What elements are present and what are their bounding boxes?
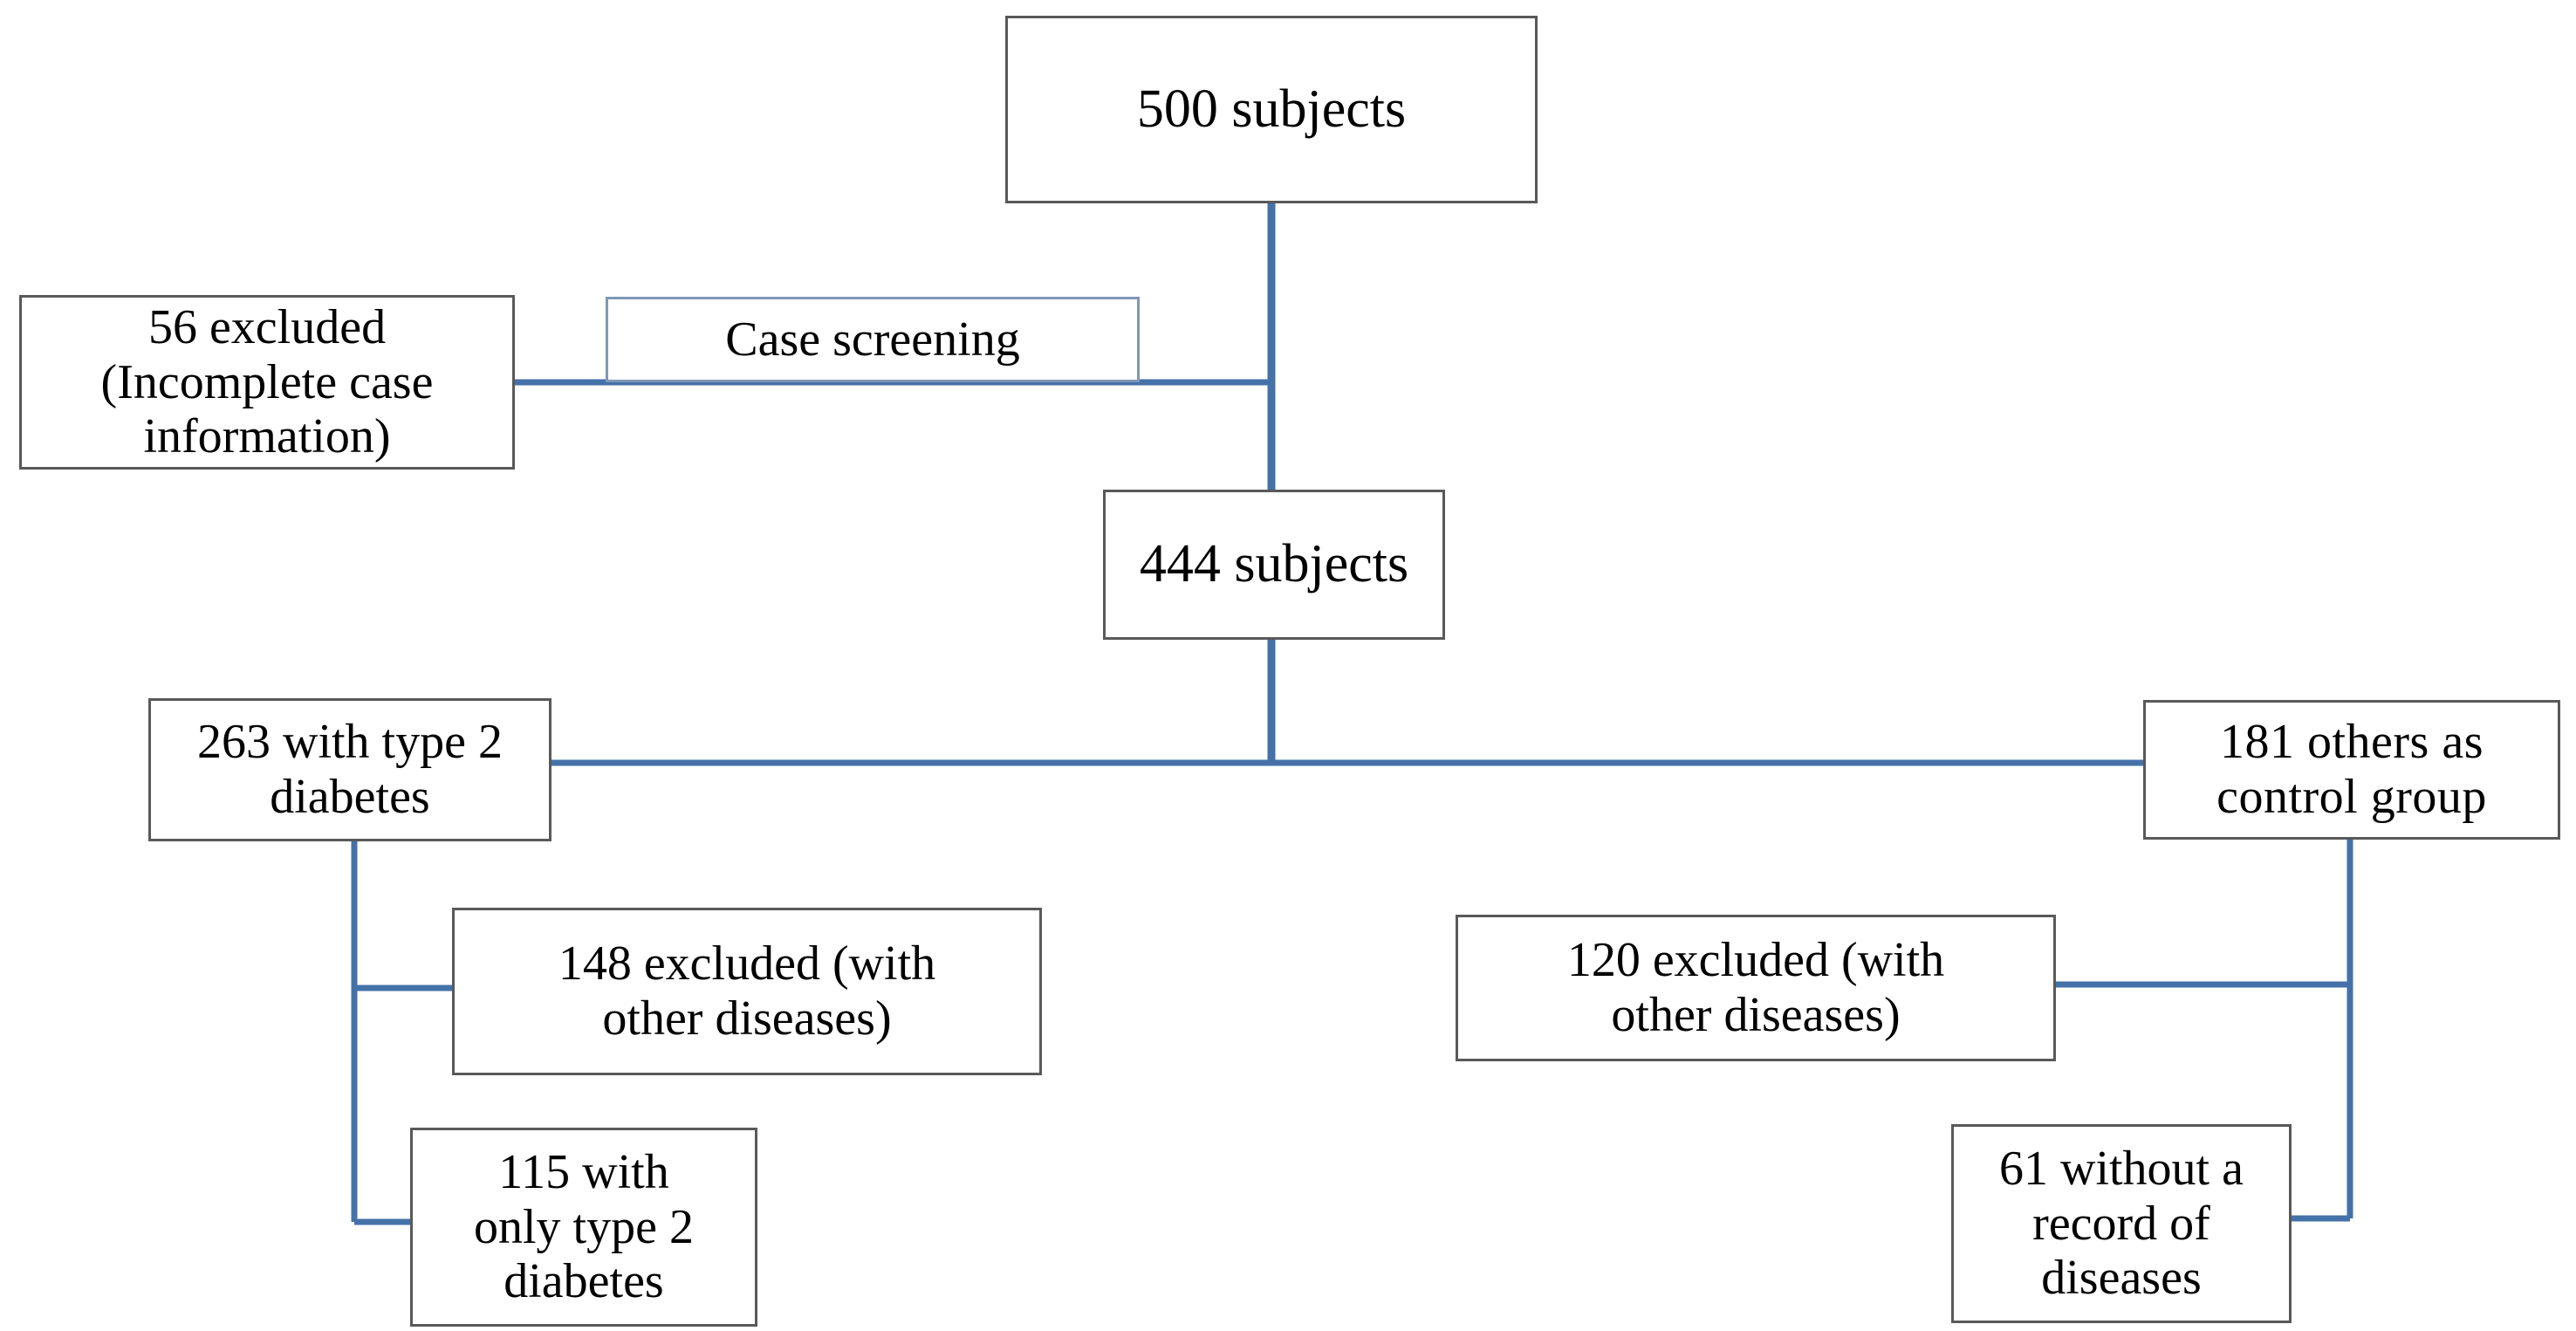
- node-control-final[interactable]: 61 without a record of diseases: [1951, 1124, 2292, 1323]
- node-diabetes-group-label: 263 with type 2 diabetes: [197, 715, 503, 824]
- node-diabetes-final[interactable]: 115 with only type 2 diabetes: [410, 1128, 757, 1327]
- node-diabetes-excluded[interactable]: 148 excluded (with other diseases): [452, 908, 1042, 1075]
- node-total-subjects[interactable]: 500 subjects: [1005, 16, 1538, 203]
- node-control-final-label: 61 without a record of diseases: [1999, 1141, 2244, 1306]
- node-diabetes-final-label: 115 with only type 2 diabetes: [474, 1144, 694, 1309]
- node-excluded-incomplete-label: 56 excluded (Incomplete case information…: [100, 299, 434, 464]
- node-excluded-incomplete[interactable]: 56 excluded (Incomplete case information…: [19, 295, 515, 470]
- node-case-screening[interactable]: Case screening: [606, 297, 1140, 382]
- node-diabetes-group[interactable]: 263 with type 2 diabetes: [148, 698, 552, 841]
- node-eligible-subjects[interactable]: 444 subjects: [1103, 490, 1445, 640]
- node-control-excluded-label: 120 excluded (with other diseases): [1566, 933, 1945, 1042]
- node-control-group-label: 181 others as control group: [2216, 715, 2487, 824]
- node-control-group[interactable]: 181 others as control group: [2143, 700, 2560, 840]
- node-total-subjects-label: 500 subjects: [1136, 79, 1407, 139]
- node-eligible-subjects-label: 444 subjects: [1139, 534, 1409, 594]
- node-diabetes-excluded-label: 148 excluded (with other diseases): [558, 937, 936, 1046]
- node-case-screening-label: Case screening: [725, 312, 1020, 367]
- node-control-excluded[interactable]: 120 excluded (with other diseases): [1456, 915, 2056, 1061]
